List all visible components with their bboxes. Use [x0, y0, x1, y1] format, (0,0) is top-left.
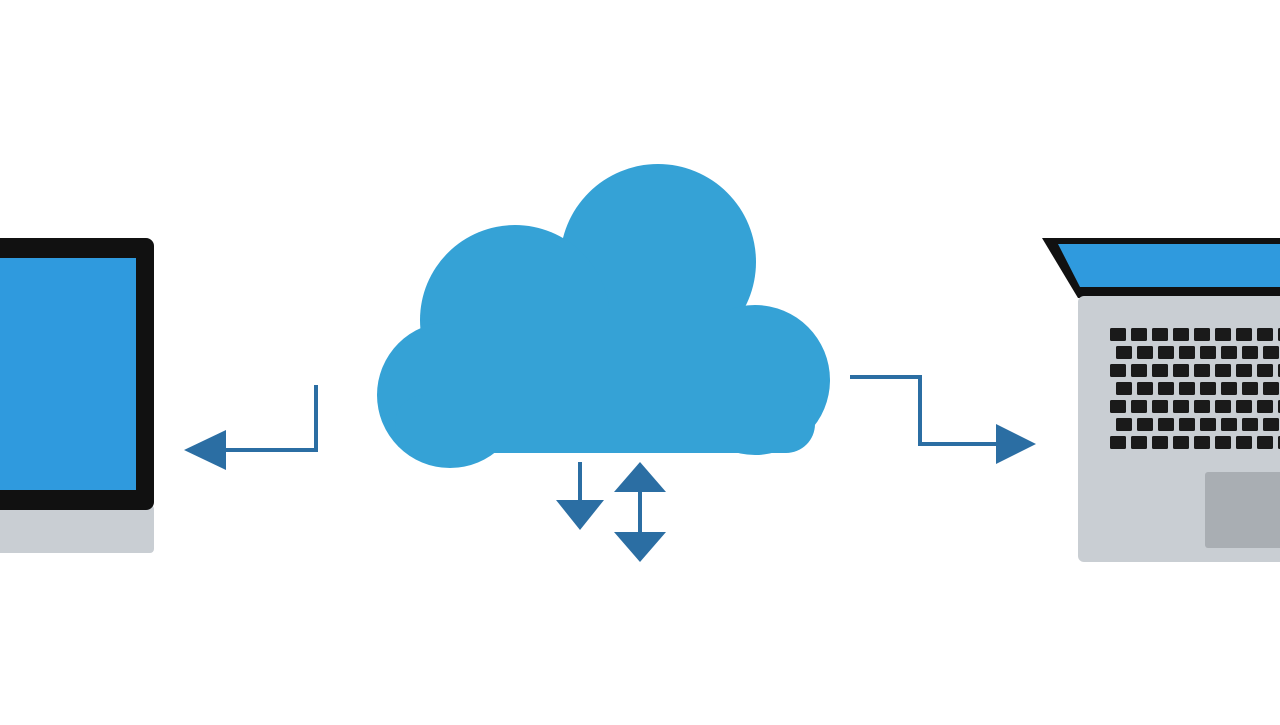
- keyboard-key: [1221, 346, 1237, 359]
- keyboard-key: [1137, 382, 1153, 395]
- keyboard-key: [1194, 400, 1210, 413]
- laptop-screen: [1058, 244, 1280, 287]
- keyboard-key: [1221, 418, 1237, 431]
- keyboard-key: [1236, 400, 1252, 413]
- keyboard-key: [1179, 418, 1195, 431]
- keyboard-key: [1242, 382, 1258, 395]
- keyboard-key: [1173, 400, 1189, 413]
- keyboard-key: [1131, 436, 1147, 449]
- keyboard-key: [1152, 400, 1168, 413]
- laptop-icon: [1042, 238, 1280, 562]
- keyboard-key: [1137, 418, 1153, 431]
- keyboard-key: [1257, 328, 1273, 341]
- keyboard-key: [1215, 328, 1231, 341]
- keyboard-key: [1194, 328, 1210, 341]
- keyboard-key: [1194, 364, 1210, 377]
- keyboard-key: [1110, 364, 1126, 377]
- keyboard-key: [1116, 418, 1132, 431]
- keyboard-key: [1152, 436, 1168, 449]
- keyboard-key: [1179, 346, 1195, 359]
- keyboard-key: [1173, 364, 1189, 377]
- laptop-keyboard: [1110, 328, 1280, 449]
- keyboard-key: [1158, 382, 1174, 395]
- keyboard-key: [1215, 364, 1231, 377]
- keyboard-key: [1158, 346, 1174, 359]
- keyboard-key: [1263, 346, 1279, 359]
- keyboard-key: [1158, 418, 1174, 431]
- down-arrow-icon: [556, 462, 604, 530]
- keyboard-key: [1173, 436, 1189, 449]
- laptop-trackpad: [1205, 472, 1280, 548]
- left-sync-arrow: [184, 385, 318, 470]
- keyboard-key: [1257, 364, 1273, 377]
- monitor-screen: [0, 258, 136, 490]
- keyboard-key: [1242, 418, 1258, 431]
- up-down-arrow-icon: [614, 462, 666, 562]
- keyboard-key: [1152, 328, 1168, 341]
- keyboard-key: [1236, 364, 1252, 377]
- keyboard-key: [1131, 364, 1147, 377]
- keyboard-key: [1131, 400, 1147, 413]
- keyboard-key: [1200, 418, 1216, 431]
- keyboard-key: [1137, 346, 1153, 359]
- keyboard-key: [1221, 382, 1237, 395]
- right-sync-arrow: [850, 375, 1036, 464]
- monitor-icon: [0, 238, 154, 553]
- keyboard-key: [1200, 382, 1216, 395]
- keyboard-key: [1215, 400, 1231, 413]
- keyboard-key: [1194, 436, 1210, 449]
- keyboard-key: [1110, 436, 1126, 449]
- keyboard-key: [1263, 418, 1279, 431]
- keyboard-key: [1152, 364, 1168, 377]
- keyboard-key: [1263, 382, 1279, 395]
- keyboard-key: [1179, 382, 1195, 395]
- keyboard-key: [1131, 328, 1147, 341]
- keyboard-key: [1116, 346, 1132, 359]
- keyboard-key: [1200, 346, 1216, 359]
- keyboard-key: [1236, 328, 1252, 341]
- keyboard-key: [1116, 382, 1132, 395]
- keyboard-key: [1110, 400, 1126, 413]
- keyboard-key: [1173, 328, 1189, 341]
- keyboard-key: [1242, 346, 1258, 359]
- keyboard-key: [1215, 436, 1231, 449]
- keyboard-key: [1110, 328, 1126, 341]
- keyboard-key: [1257, 400, 1273, 413]
- cloud-icon: [377, 164, 830, 468]
- keyboard-key: [1236, 436, 1252, 449]
- monitor-stand-base: [0, 505, 154, 553]
- upload-download-arrows: [556, 462, 666, 562]
- keyboard-key: [1257, 436, 1273, 449]
